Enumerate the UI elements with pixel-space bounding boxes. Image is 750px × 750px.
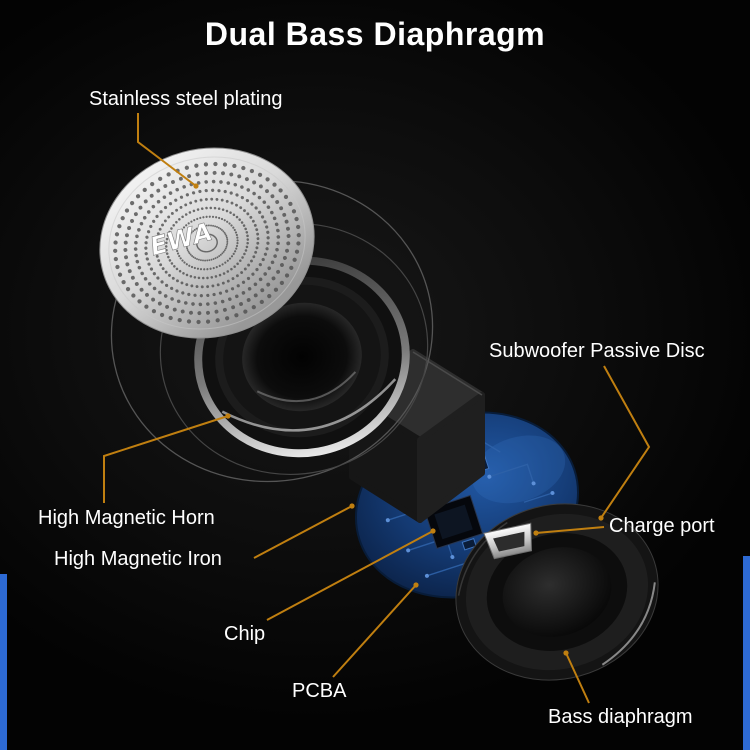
callout-bass-line: [565, 652, 590, 704]
label-high-magnetic-iron: High Magnetic Iron: [54, 548, 222, 570]
label-subwoofer-passive-disc: Subwoofer Passive Disc: [489, 340, 705, 362]
page-title: Dual Bass Diaphragm: [204, 16, 546, 52]
callout-stainless-line: [137, 113, 197, 187]
callout-iron-line: [253, 505, 353, 559]
callout-endpoints: [193, 183, 604, 656]
grille-perforation-pattern: [113, 161, 301, 325]
label-pcba: PCBA: [292, 680, 347, 702]
frame-strip-left: [0, 574, 7, 750]
label-stainless-steel-plating: Stainless steel plating: [89, 88, 283, 110]
label-bass-diaphragm: Bass diaphragm: [548, 706, 693, 728]
label-charge-port: Charge port: [609, 515, 715, 537]
label-high-magnetic-horn: High Magnetic Horn: [38, 507, 215, 529]
callout-lines: [103, 113, 651, 704]
label-chip: Chip: [224, 623, 266, 645]
cube-edge-highlight: [412, 351, 483, 396]
disc-rim-shadow-highlight: [457, 521, 508, 596]
frame-strip-right: [743, 556, 750, 750]
callout-charge-line: [535, 526, 605, 534]
callout-subwoofer-line: [600, 365, 651, 519]
callout-pcba-line: [332, 584, 417, 678]
callout-horn-line: [103, 415, 229, 503]
cone-highlight: [256, 371, 357, 403]
stainless-steel-grille: EWA: [99, 147, 315, 339]
disc-rim-highlight: [601, 582, 656, 666]
micro-usb-charge-port: [483, 522, 533, 560]
callout-chip-line: [266, 530, 434, 621]
rim-highlight: [221, 378, 397, 432]
pcb-highlight: [471, 435, 566, 504]
